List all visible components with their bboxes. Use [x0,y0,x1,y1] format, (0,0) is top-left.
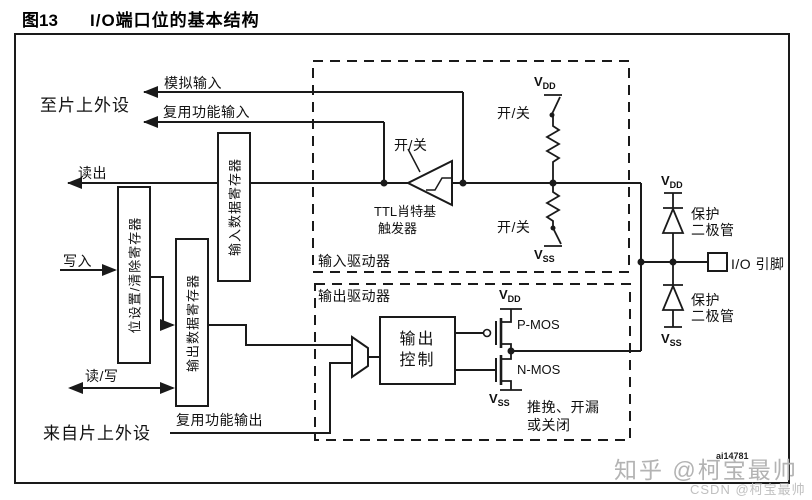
pullup-switch-lever [551,96,561,115]
write-arrow [102,264,117,276]
csdn-watermark: CSDN @柯宝最帅 [690,482,806,497]
output-data-register: 输出数据寄存器 [175,238,209,407]
pmos-gate-bubble [482,328,492,338]
upper-diode-line2: 二极管 [691,222,735,238]
mux [351,335,369,379]
write-label: 写入 [63,253,92,269]
vdd-pin-label: VDD [661,173,683,190]
setclear-arrow [160,319,175,331]
pulldown-switch-lever [552,227,562,245]
upper-diode-line1: 保护 [691,206,720,222]
vss-diode-rail [664,310,682,328]
af-input-arrow [143,116,158,128]
page-title: I/O端口位的基本结构 [90,11,260,30]
af-input-wire [144,121,385,183]
pulldown-resistor [545,183,561,227]
output-control-line2: 控制 [399,351,436,369]
zhihu-watermark: 知乎 @柯宝最帅 [614,457,798,483]
af-input-label: 复用功能输入 [163,104,250,120]
pullup-on-off-label: 开/关 [497,105,531,121]
read-arrow [67,177,82,189]
vdd-pmos-label: VDD [499,287,521,304]
analog-input-wire [144,91,464,183]
vss-pin-label: VSS [661,331,682,348]
input-driver-label: 输入驱动器 [318,253,391,269]
read-write-left-arrow [68,382,83,394]
to-peripheral-label: 至片上外设 [40,96,130,115]
wires [60,60,708,441]
analog-input-arrow [143,86,158,98]
io-pin-pad [707,252,728,272]
schmitt-trigger [405,148,453,207]
outdata-to-mux-wire [205,324,352,346]
output-driver-label: 输出驱动器 [318,288,391,304]
output-data-register-label: 输出数据寄存器 [185,273,201,372]
output-driver-box [314,283,631,441]
lower-diode-line1: 保护 [691,292,720,308]
mode-line2: 或关闭 [527,417,571,433]
vss-nmos-label: VSS [489,391,510,408]
read-write-right-arrow [160,382,175,394]
schmitt-name-line2: 触发器 [378,221,418,236]
pullup-resistor [545,115,561,183]
schmitt-switch-lever [407,148,421,173]
output-control-line1: 输出 [399,330,436,348]
protection-diode-column [661,192,685,328]
analog-input-label: 模拟输入 [164,75,222,91]
schmitt-on-off-label: 开/关 [394,137,428,153]
read-label: 读出 [78,165,107,181]
mode-line1: 推挽、开漏 [527,399,600,415]
pmos-transistor [482,308,522,351]
junction-dots [380,112,677,355]
lower-diode-line2: 二极管 [691,308,735,324]
pull-up-down-chain [544,94,562,247]
vdd-pullup-label: VDD [534,74,556,91]
schmitt-name-line1: TTL肖特基 [374,204,437,219]
io-pin-label: I/O 引脚 [731,256,785,272]
from-peripheral-label: 来自片上外设 [43,424,151,443]
af-output-label: 复用功能输出 [176,412,263,428]
lower-protection-diode [661,283,685,311]
input-data-register: 输入数据寄存器 [217,132,251,282]
figure-id-text: ai14781 [716,451,749,461]
upper-protection-diode [661,206,685,234]
pulldown-on-off-label: 开/关 [497,219,531,235]
figure-label: 图13 [22,11,58,30]
arrowheads [67,86,175,394]
bit-set-clear-register: 位设置/清除寄存器 [117,186,151,364]
vdd-diode-rail [663,192,683,209]
input-data-register-label: 输入数据寄存器 [227,157,243,257]
nmos-label: N-MOS [517,362,561,377]
diagram-frame [14,33,790,484]
pmos-label: P-MOS [517,317,560,332]
input-driver-box [312,60,630,273]
hysteresis-icon [426,177,451,191]
vss-pulldown-label: VSS [534,247,555,264]
output-control-block: 输出 控制 [379,316,456,385]
af-output-wire [170,362,352,434]
bit-set-clear-register-label: 位设置/清除寄存器 [127,216,143,334]
read-write-label: 读/写 [85,368,119,384]
